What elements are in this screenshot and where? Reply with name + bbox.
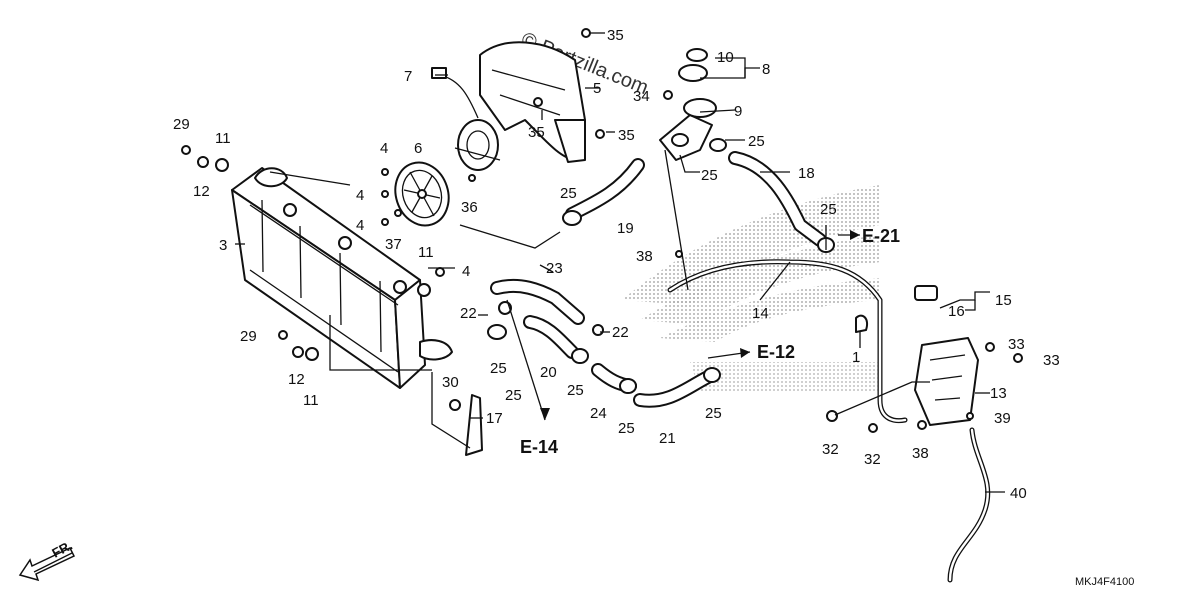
radiator [231, 167, 453, 389]
diagram-code: MKJ4F4100 [1075, 576, 1134, 588]
callout: 4 [380, 140, 388, 157]
callout: 14 [752, 305, 769, 322]
callout: 6 [414, 140, 422, 157]
callout: 36 [461, 199, 478, 216]
callout: 16 [948, 303, 965, 320]
ref-e21: E-21 [862, 226, 900, 246]
callout: 32 [822, 441, 839, 458]
callout: 34 [633, 88, 650, 105]
callout: 25 [748, 133, 765, 150]
leader-lines [235, 32, 1005, 493]
callout-labels: 1 3 4 4 4 4 5 6 7 8 9 10 11 11 11 12 12 … [173, 27, 1060, 502]
callout: 10 [717, 49, 734, 66]
callout: 11 [303, 392, 319, 409]
callout: 4 [462, 263, 470, 280]
callout: 12 [288, 371, 305, 388]
callout: 22 [460, 305, 477, 322]
callout: 30 [442, 374, 459, 391]
callout: 11 [418, 244, 434, 261]
ref-e14: E-14 [520, 437, 558, 457]
callout: 1 [852, 349, 860, 366]
callout: 25 [820, 201, 837, 218]
callout: 25 [705, 405, 722, 422]
callout: 24 [590, 405, 607, 422]
callout: 17 [486, 410, 503, 427]
callout: 8 [762, 61, 770, 78]
fan-motor [454, 119, 501, 171]
callout: 39 [994, 410, 1011, 427]
filler-neck [659, 48, 717, 161]
fan-shroud [479, 41, 586, 163]
callout: 12 [193, 183, 210, 200]
bracket [465, 394, 483, 456]
clamps [487, 133, 835, 394]
callout: 4 [356, 187, 364, 204]
callout: 23 [546, 260, 563, 277]
callout: 35 [528, 124, 545, 141]
callout: 15 [995, 292, 1012, 309]
callout: 29 [240, 328, 257, 345]
callout: 4 [356, 217, 364, 234]
callout: 18 [798, 165, 815, 182]
callout: 29 [173, 116, 190, 133]
callout: 25 [618, 420, 635, 437]
callout: 37 [385, 236, 402, 253]
wing-logo-watermark [622, 185, 880, 392]
callout: 25 [567, 382, 584, 399]
callout: 38 [636, 248, 653, 265]
callout: 32 [864, 451, 881, 468]
callout: 33 [1008, 336, 1025, 353]
callout: 5 [593, 80, 601, 97]
callout: 25 [701, 167, 718, 184]
reference-arrows [540, 230, 860, 420]
ref-e12: E-12 [757, 342, 795, 362]
callout: 13 [990, 385, 1007, 402]
cooling-fan [394, 161, 450, 227]
callout: 21 [659, 430, 676, 447]
callout: 7 [404, 68, 412, 85]
callout: 40 [1010, 485, 1027, 502]
callout: 11 [215, 130, 231, 147]
callout: 9 [734, 103, 742, 120]
callout: 25 [490, 360, 507, 377]
callout: 3 [219, 237, 227, 254]
fasteners [181, 28, 1023, 433]
wire-harness [431, 67, 479, 119]
callout: 38 [912, 445, 929, 462]
callout: 20 [540, 364, 557, 381]
callout: 35 [618, 127, 635, 144]
callout: 19 [617, 220, 634, 237]
callout: 35 [607, 27, 624, 44]
callout: 25 [560, 185, 577, 202]
front-arrow-icon [18, 547, 76, 582]
callout: 25 [505, 387, 522, 404]
callout: 22 [612, 324, 629, 341]
callout: 33 [1043, 352, 1060, 369]
